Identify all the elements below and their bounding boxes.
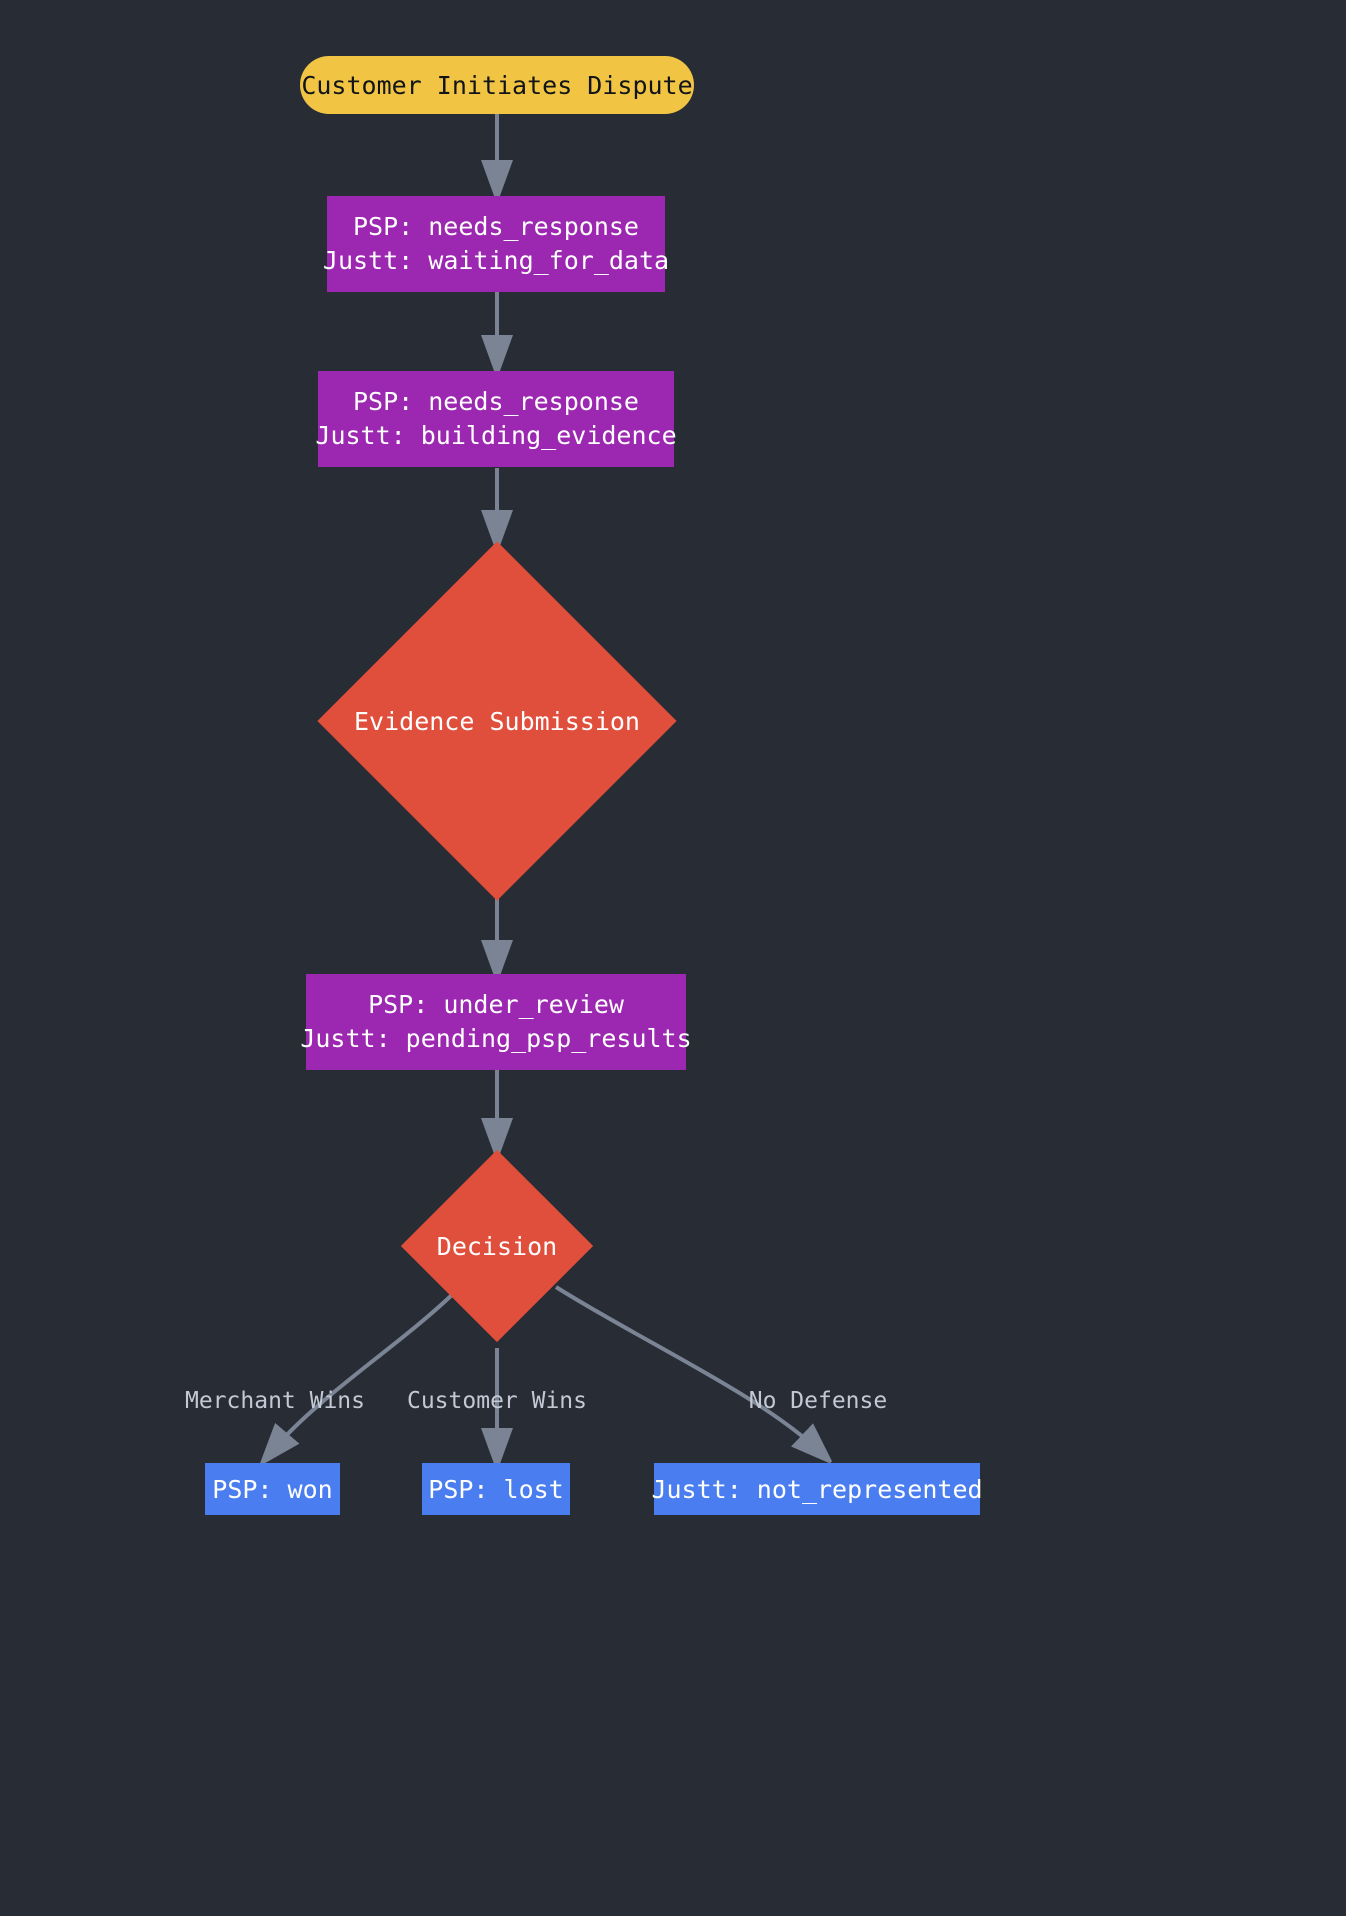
node-state-needs-response-waiting-for-data[interactable]: PSP: needs_response Justt: waiting_for_d… [323,196,669,292]
node-terminal-won-label: PSP: won [212,1474,333,1504]
node-decision-evidence-label: Evidence Submission [354,706,640,736]
node-state-waiting-line2: Justt: waiting_for_data [322,246,670,275]
node-terminal-psp-won[interactable]: PSP: won [205,1463,340,1515]
edge-label-customer-wins: Customer Wins [406,1388,587,1414]
node-terminal-lost-label: PSP: lost [428,1474,564,1504]
node-decision-outcome[interactable]: Decision [400,1149,594,1343]
node-state-review-line2: Justt: pending_psp_results [300,1024,692,1053]
edge-label-merchant-wins: Merchant Wins [184,1388,365,1414]
node-state-building-line2: Justt: building_evidence [315,421,677,450]
node-state-needs-response-building-evidence[interactable]: PSP: needs_response Justt: building_evid… [315,371,677,467]
node-terminal-psp-lost[interactable]: PSP: lost [422,1463,570,1515]
node-terminal-not-represented-label: Justt: not_represented [651,1474,983,1504]
node-start-label: Customer Initiates Dispute [301,70,693,100]
edge-decision-to-won [273,1290,457,1450]
node-decision-outcome-label: Decision [436,1231,558,1261]
edge-label-no-defense: No Defense [748,1388,888,1414]
node-terminal-justt-not-represented[interactable]: Justt: not_represented [651,1463,983,1515]
node-state-review-line1: PSP: under_review [368,989,624,1019]
node-state-waiting-line1: PSP: needs_response [353,211,639,241]
node-decision-evidence-submission[interactable]: Evidence Submission [317,541,677,901]
node-state-under-review-pending-psp-results[interactable]: PSP: under_review Justt: pending_psp_res… [300,974,692,1070]
node-state-building-line1: PSP: needs_response [353,386,639,416]
node-start-customer-initiates-dispute[interactable]: Customer Initiates Dispute [300,56,694,114]
